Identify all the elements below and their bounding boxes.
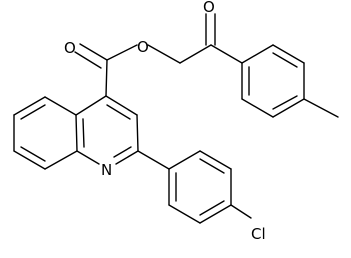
bond-clph-4 <box>199 204 232 224</box>
bond-c2-chlorophenyl <box>137 150 170 170</box>
bond-clph-2 <box>199 150 232 170</box>
atom-ketone-oxygen: O <box>203 0 215 16</box>
bonds <box>13 13 339 224</box>
bond-tolyl-2 <box>272 44 305 64</box>
bond-carboxyl-c-ester-o <box>106 44 138 61</box>
bond-c2-n1 <box>115 150 139 165</box>
atom-labels: O O O N Cl <box>64 0 266 243</box>
bond-tolyl-methyl <box>303 98 339 118</box>
bond-c3-c2 <box>136 114 139 152</box>
bond-clph-inner-b <box>199 200 225 216</box>
bond-tolyl-inner-a <box>272 52 298 68</box>
atom-ring-nitrogen: N <box>101 161 112 179</box>
bond-c8a-c4a-inner <box>82 118 85 148</box>
bond-clph-5 <box>168 204 201 224</box>
atom-chlorine: Cl <box>251 225 266 243</box>
bond-ester-o-ch2 <box>147 44 181 64</box>
bond-c4a-c5 <box>44 96 77 116</box>
bond-c8a-c4a <box>75 114 78 152</box>
atom-carbonyl-oxygen: O <box>64 39 76 57</box>
bond-c5-c6-inner <box>20 104 46 120</box>
bond-c4-c3-inner <box>106 104 131 120</box>
bond-tolyl-5 <box>241 98 274 118</box>
bond-c8-c8a <box>44 150 78 170</box>
bond-ch2-ketone-c <box>179 44 212 64</box>
bond-tolyl-4 <box>272 98 305 118</box>
bond-c5-c6 <box>13 96 46 116</box>
bond-tolyl-1 <box>241 44 274 64</box>
bond-clph-1 <box>168 150 201 170</box>
bond-c7-c8-inner <box>20 146 46 162</box>
bond-n1-c8a <box>76 150 100 165</box>
bond-clph-inner-a <box>199 158 225 174</box>
bond-c2-n1-inner <box>113 146 132 158</box>
bond-c4a-c4 <box>75 95 107 116</box>
atom-ester-oxygen: O <box>137 38 149 56</box>
bond-c4-c3 <box>105 95 138 116</box>
bond-clph-cl <box>230 204 252 219</box>
bond-ketone-c-tolyl <box>210 44 243 64</box>
bond-carboxyl-c-o-double-a <box>79 43 108 61</box>
bond-carboxyl-c-o-double-b <box>74 51 102 69</box>
bond-tolyl-inner-b <box>272 95 298 110</box>
bond-c7-c8 <box>13 150 46 170</box>
bond-carboxyl-c-c4 <box>105 59 108 97</box>
